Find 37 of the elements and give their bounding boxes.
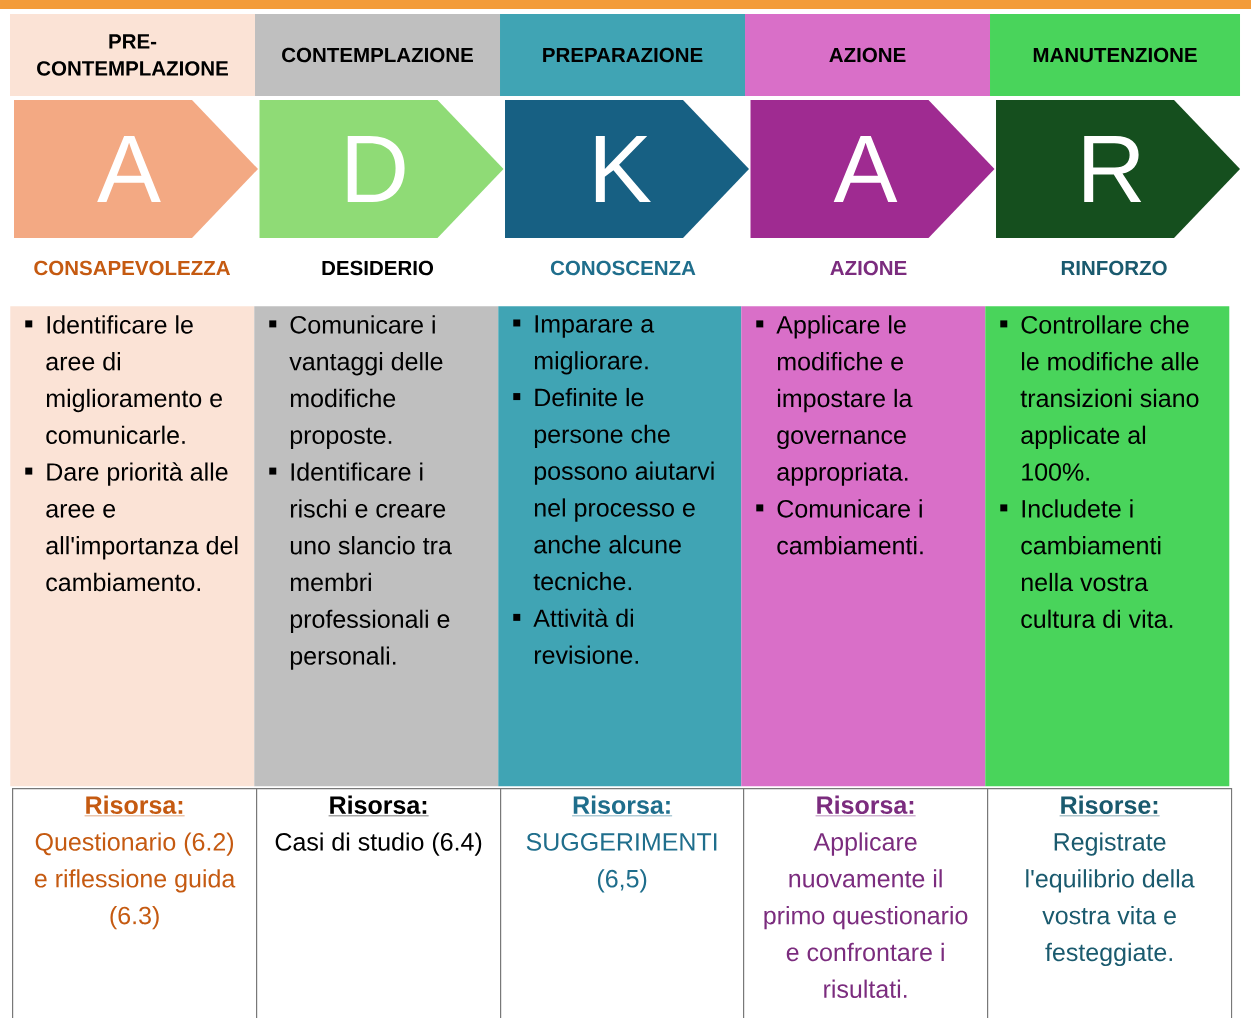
- bullet-item: Identificare le aree di miglioramento e comunicarle.: [25, 315, 222, 445]
- stage-header: PREPARAZIONE: [500, 14, 745, 96]
- bullet-item: Comunicare i cambiamenti.: [756, 499, 923, 555]
- stage-card: [498, 306, 742, 787]
- stage-label: AZIONE: [830, 260, 907, 276]
- stage-label: DESIDERIO: [322, 260, 434, 276]
- resource-box: Risorsa: Applicare nuovamente il primo questionario e confrontare i risultati.: [743, 788, 989, 1018]
- bullet-item: Identificare i rischi e creare uno slancio tra membri professionali e personali.: [269, 462, 452, 670]
- stage-label: CONSAPEVOLEZZA: [34, 260, 231, 276]
- stage-label: CONOSCENZA: [550, 260, 696, 276]
- bullet-item: Controllare che le modifiche alle transizioni siano applicate al 100%.: [1000, 315, 1199, 481]
- stage-card: [985, 306, 1230, 787]
- bullet-item: Dare priorità alle aree e all'importanza del cambiamento.: [25, 462, 238, 592]
- stage-label: RINFORZO: [1061, 260, 1167, 276]
- bullet-item: Applicare le modifiche e impostare la governance appropriata.: [756, 315, 913, 486]
- stage-header: MANUTENZIONE: [990, 14, 1240, 96]
- resource-box: Risorsa: SUGGERIMENTI (6,5): [500, 788, 745, 1018]
- node-label: SUGGERIMENTI (6,5): [526, 833, 717, 893]
- bullet-item: Attività di revisione.: [513, 608, 638, 664]
- node-label: Applicare nuovamente il primo questionario e confrontare i risultati.: [764, 832, 968, 998]
- stage-card: [741, 306, 986, 787]
- bullet-item: Comunicare i vantaggi delle modifiche proposte.: [269, 315, 443, 449]
- bullet-item: Definite le persone che possono aiutarvi nel processo e anche alcune tecniche.: [513, 387, 714, 591]
- stage-card: [254, 306, 499, 787]
- node-label: Risorsa:: [817, 795, 914, 814]
- node-label: Casi di studio (6.4): [275, 832, 482, 856]
- stage-header: CONTEMPLAZIONE: [255, 14, 500, 96]
- resource-box: Risorsa: Questionario (6.2) e riflessione guida (6.3): [12, 788, 258, 1018]
- bullet-item: Includete i cambiamenti nella vostra cultura di vita.: [1000, 499, 1173, 629]
- node-label: Risorsa:: [573, 795, 670, 814]
- resource-box: Risorsa: Casi di studio (6.4): [256, 788, 502, 1018]
- stage-card: [10, 306, 255, 787]
- stage-header: PRE-CONTEMPLAZIONE: [10, 14, 255, 96]
- stage-header: AZIONE: [745, 14, 990, 96]
- bullet-item: Imparare a migliorare.: [513, 315, 655, 375]
- node-label: Risorsa:: [330, 795, 427, 814]
- resource-box: Risorse: Registrate l'equilibrio della vostra vita e festeggiate.: [987, 788, 1233, 1018]
